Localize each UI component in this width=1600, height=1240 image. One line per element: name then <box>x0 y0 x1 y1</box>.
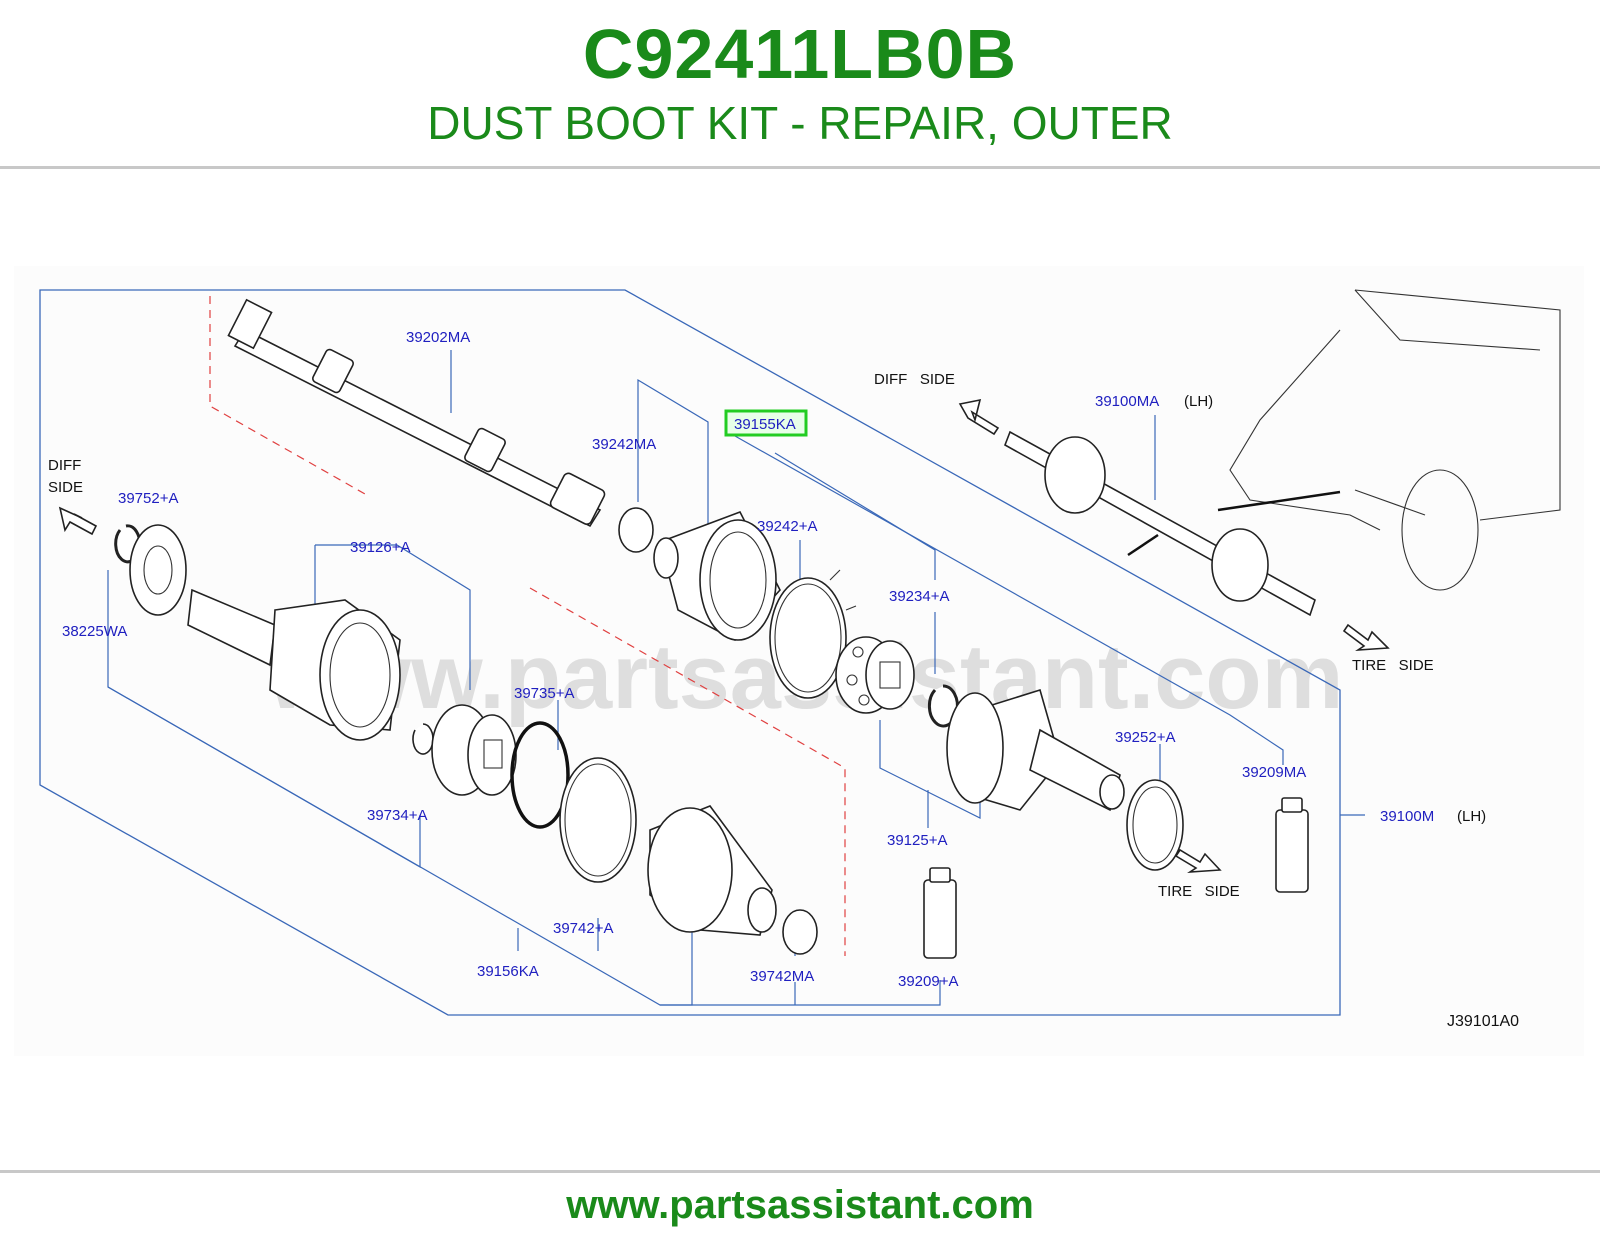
label-39100MA[interactable]: 39100MA <box>1095 393 1159 410</box>
label-39735A[interactable]: 39735+A <box>514 685 574 702</box>
label-39742MA[interactable]: 39742MA <box>750 968 814 985</box>
part-number-title: C92411LB0B <box>582 15 1018 93</box>
label-39242MA[interactable]: 39242MA <box>592 436 656 453</box>
label-39155KA[interactable]: 39155KA <box>734 416 796 433</box>
tripod-39735A <box>431 704 517 796</box>
assembly-frame <box>39 289 1341 1016</box>
header-divider <box>0 166 1600 169</box>
label-39100M[interactable]: 39100M <box>1380 808 1434 825</box>
boot-39156KA <box>647 805 777 936</box>
label-diff-side-top: DIFF SIDE <box>874 371 955 388</box>
label-lh-lower: (LH) <box>1457 808 1486 825</box>
grease-39209A <box>923 867 957 959</box>
label-39742A[interactable]: 39742+A <box>553 920 613 937</box>
figure-code: J39101A0 <box>1447 1013 1519 1030</box>
label-diff-left-2: SIDE <box>48 479 83 496</box>
footer-divider <box>0 1170 1600 1173</box>
axle-assembly-39100MA <box>1004 430 1316 617</box>
vehicle-outline <box>1229 289 1561 591</box>
outer-joint-39125A <box>946 688 1125 812</box>
clamp-39742A <box>559 757 637 883</box>
washer-39752A <box>129 524 187 616</box>
label-39126A[interactable]: 39126+A <box>350 539 410 556</box>
circlip-39734A <box>412 723 434 755</box>
leader-lines <box>107 350 1365 1006</box>
shaft-39202MA <box>227 298 606 528</box>
label-lh-upper: (LH) <box>1184 393 1213 410</box>
label-39125A[interactable]: 39125+A <box>887 832 947 849</box>
label-39209A[interactable]: 39209+A <box>898 973 958 990</box>
label-39242A[interactable]: 39242+A <box>757 518 817 535</box>
clamp-39742MA <box>782 909 818 955</box>
clamp-39242MA <box>618 507 654 553</box>
snap-ring-39125A <box>927 684 959 728</box>
grease-39209MA <box>1275 797 1309 893</box>
bearing-39234A <box>835 636 915 714</box>
clamp-ring-39242A <box>769 569 857 699</box>
part-description: DUST BOOT KIT - REPAIR, OUTER <box>427 97 1173 149</box>
label-39734A[interactable]: 39734+A <box>367 807 427 824</box>
label-39156KA[interactable]: 39156KA <box>477 963 539 980</box>
boot-39155KA <box>653 511 781 641</box>
label-39752A[interactable]: 39752+A <box>118 490 178 507</box>
arrow-icons <box>58 398 1390 873</box>
label-39234A[interactable]: 39234+A <box>889 588 949 605</box>
label-39252A[interactable]: 39252+A <box>1115 729 1175 746</box>
highlight-box <box>724 409 808 437</box>
parts-diagram: www.partsassistant.com <box>14 266 1584 1056</box>
footer-url[interactable]: www.partsassistant.com <box>566 1183 1034 1227</box>
housing-39126A <box>187 588 401 741</box>
dashed-group-upper <box>209 296 366 495</box>
label-tire-side-bottom: TIRE SIDE <box>1158 883 1240 900</box>
label-tire-side-top: TIRE SIDE <box>1352 657 1434 674</box>
label-38225WA[interactable]: 38225WA <box>62 623 127 640</box>
label-diff-left-1: DIFF <box>48 457 81 474</box>
label-39202MA[interactable]: 39202MA <box>406 329 470 346</box>
label-39209MA[interactable]: 39209MA <box>1242 764 1306 781</box>
ring-39735A <box>510 721 570 829</box>
washer-39252A <box>1126 779 1184 871</box>
header: C92411LB0B DUST BOOT KIT - REPAIR, OUTER <box>0 0 1600 168</box>
